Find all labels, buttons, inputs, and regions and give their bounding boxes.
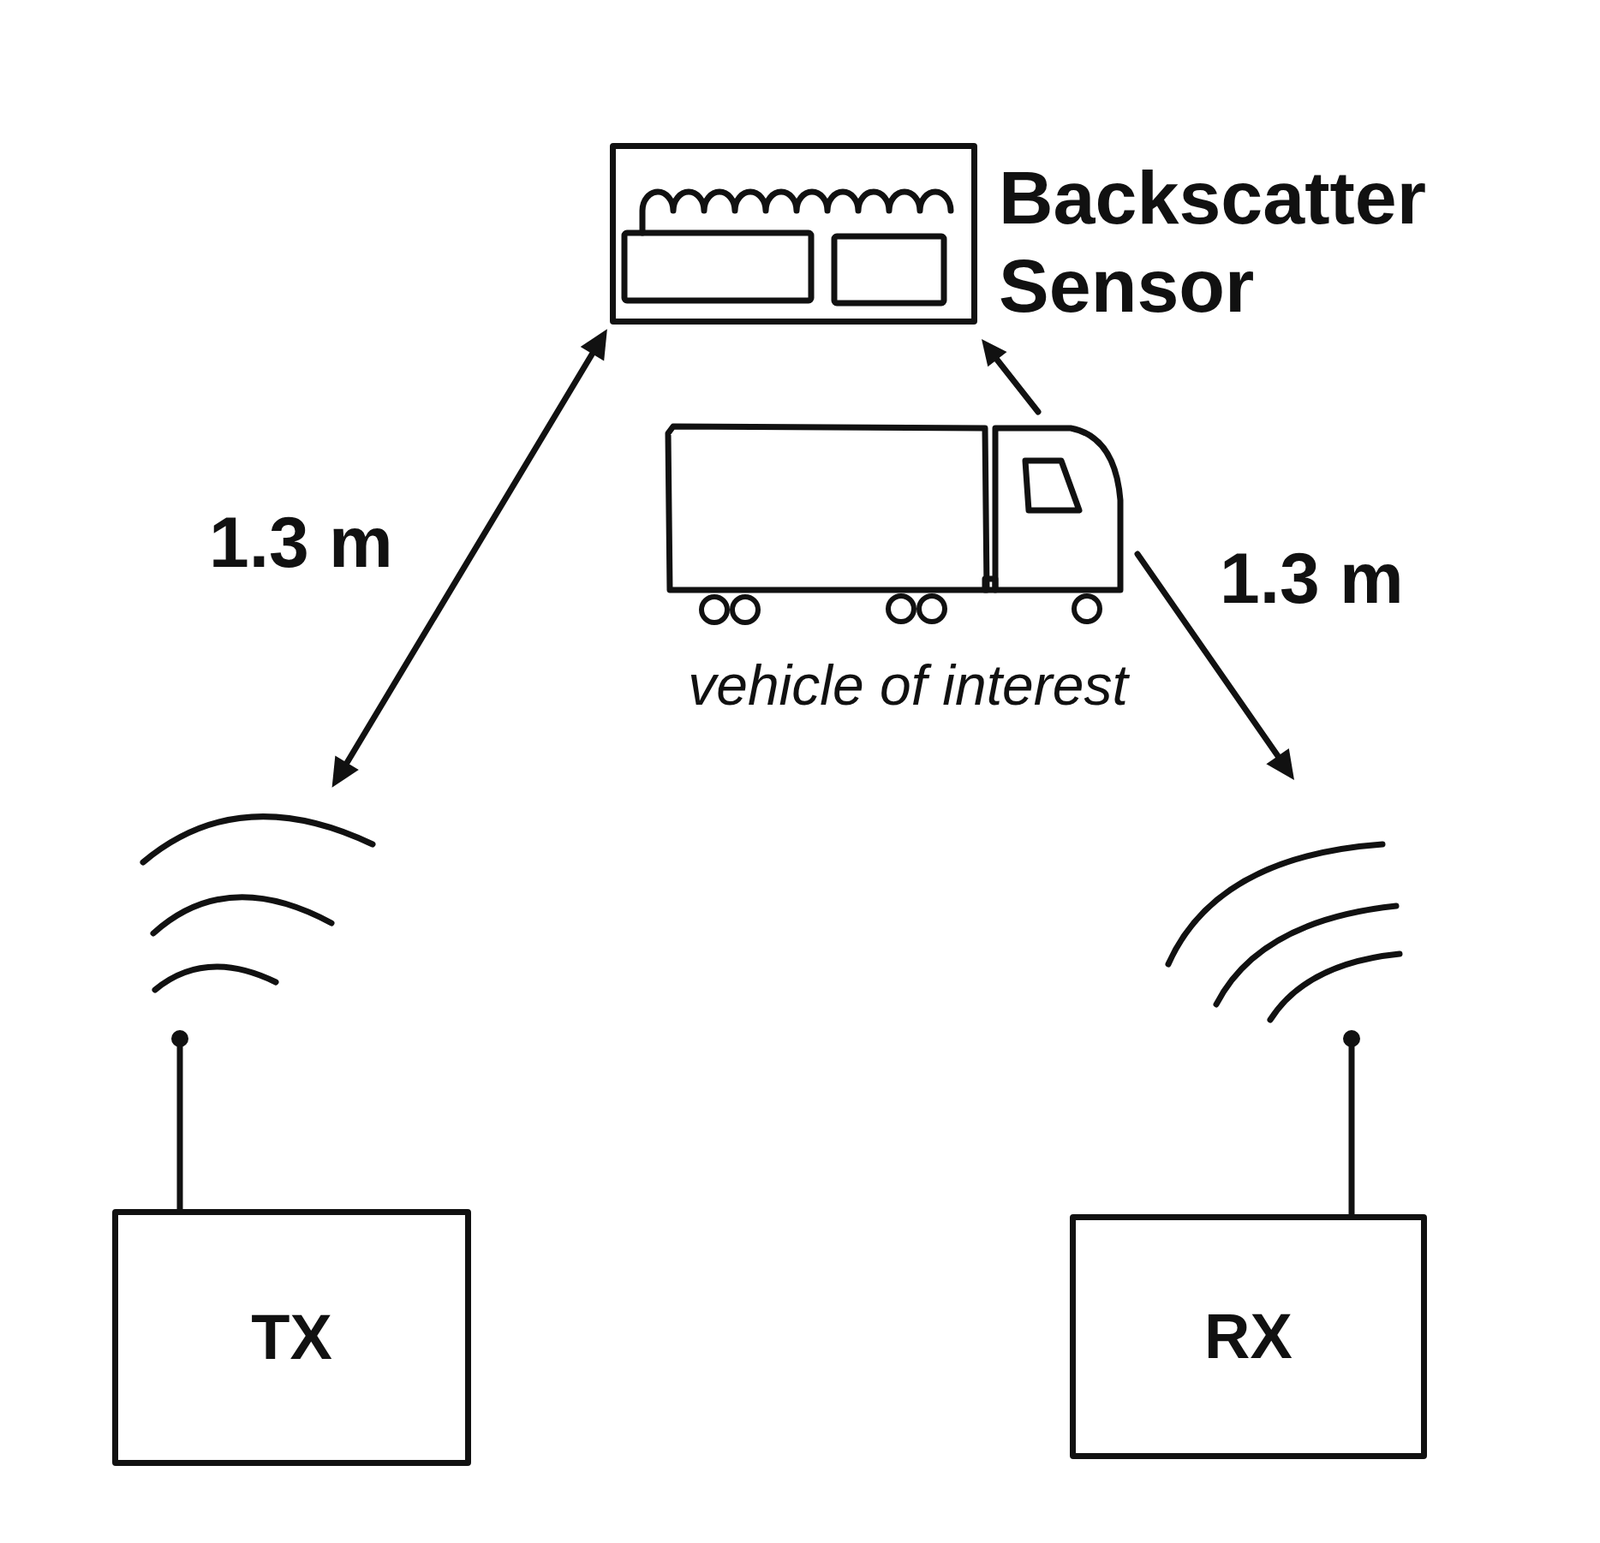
arrow-head [981, 339, 1008, 367]
truck-trailer [668, 426, 987, 591]
reflection-arrow [997, 359, 1039, 412]
arrow-head [332, 755, 359, 788]
sensor-box: Backscatter Sensor [609, 143, 978, 325]
arrow-head [580, 328, 608, 361]
truck-wheel [732, 597, 759, 623]
box-outline: TX [112, 1209, 472, 1467]
vehicle-caption: vehicle of interest [687, 653, 1129, 719]
sensor-chip [834, 236, 944, 304]
radio-wave [153, 897, 332, 934]
box-label: RX [1204, 1301, 1293, 1372]
truck-window [1025, 460, 1080, 511]
arrow-head [1265, 748, 1295, 781]
truck-cab [995, 428, 1121, 591]
box-label: TX [250, 1302, 333, 1373]
radio-wave [143, 817, 373, 863]
radio-wave [1216, 906, 1397, 1005]
antenna-tip [1343, 1030, 1361, 1048]
sensor-coil [642, 191, 951, 233]
truck-wheel [919, 596, 945, 622]
receiver-box: RX [1069, 783, 1427, 1460]
antenna-mast [1349, 1046, 1356, 1215]
box-outline: RX [1069, 1214, 1427, 1460]
radio-wave [1168, 844, 1383, 965]
truck-wheel [1074, 596, 1100, 622]
antenna-tip [171, 1030, 189, 1048]
sensor-heading: Backscatter Sensor [998, 153, 1479, 330]
radio-wave [155, 967, 276, 991]
sensor-chip [624, 232, 812, 301]
truck-wheel [888, 596, 914, 622]
radio-wave [1270, 954, 1400, 1021]
antenna-mast [177, 1046, 184, 1210]
transmitter-box: TX [112, 792, 472, 1467]
dimension-label: 1.3 m [208, 501, 394, 585]
dimension-label: 1.3 m [1219, 537, 1404, 621]
truck-wheel [701, 597, 728, 623]
